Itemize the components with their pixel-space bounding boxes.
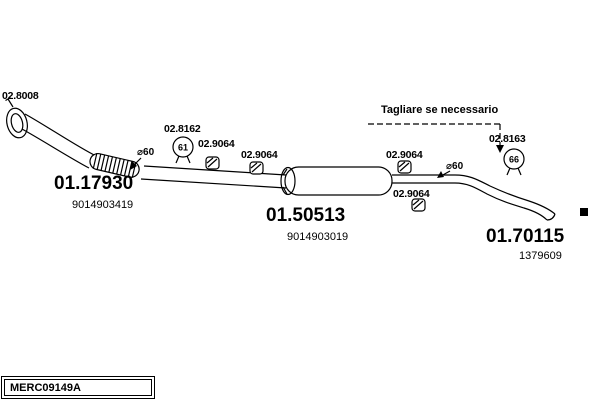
label-hanger-3: 02.9064 [386,149,423,161]
front-pipe-art [21,113,97,169]
part-code-centre-silencer: 01.50513 [266,205,346,226]
mid-pipe-art [140,165,288,195]
marker-square [580,208,588,216]
label-hanger-2: 02.9064 [241,149,278,161]
centre-muffler-art [280,166,393,196]
hanger-icon-4 [411,198,426,212]
label-clamp-61: 02.8162 [164,123,201,135]
part-code-rear-pipe: 01.70115 [486,226,565,247]
flex-section-icon [89,152,140,178]
label-hanger-4: 02.9064 [393,188,430,200]
diameter-front-label: ⌀60 [137,147,155,158]
label-hanger-1: 02.9064 [198,138,235,150]
part-ref-centre-silencer: 9014903019 [287,231,349,243]
clamp-61-icon [172,136,194,164]
rear-pipe-art [392,174,556,221]
cut-line [368,123,501,145]
drawing-code: MERC09149A [4,379,152,396]
part-ref-rear-pipe: 1379609 [519,250,562,262]
front-dia-arrowhead [130,161,137,170]
label-clamp-66: 02.8163 [489,133,526,145]
cut-arrowhead [496,145,504,153]
clamp-61-size-label: 61 [178,143,188,153]
label-front-clamp: 02.8008 [2,90,39,102]
hanger-icon-3 [397,160,412,174]
hanger-icon-2 [249,161,264,175]
front-flange-clamp-icon [5,96,28,139]
clamp-66-icon [503,148,525,176]
part-code-front-pipe: 01.17930 [54,173,134,194]
drawing-code-box: MERC09149A [1,376,155,399]
clamp-66-size-label: 66 [509,155,519,165]
diameter-rear-label: ⌀60 [446,161,464,172]
part-ref-front-pipe: 9014903419 [72,199,134,211]
cut-note: Tagliare se necessario [381,104,499,116]
hanger-icon-1 [205,156,220,170]
rear-dia-arrowhead [437,171,444,178]
